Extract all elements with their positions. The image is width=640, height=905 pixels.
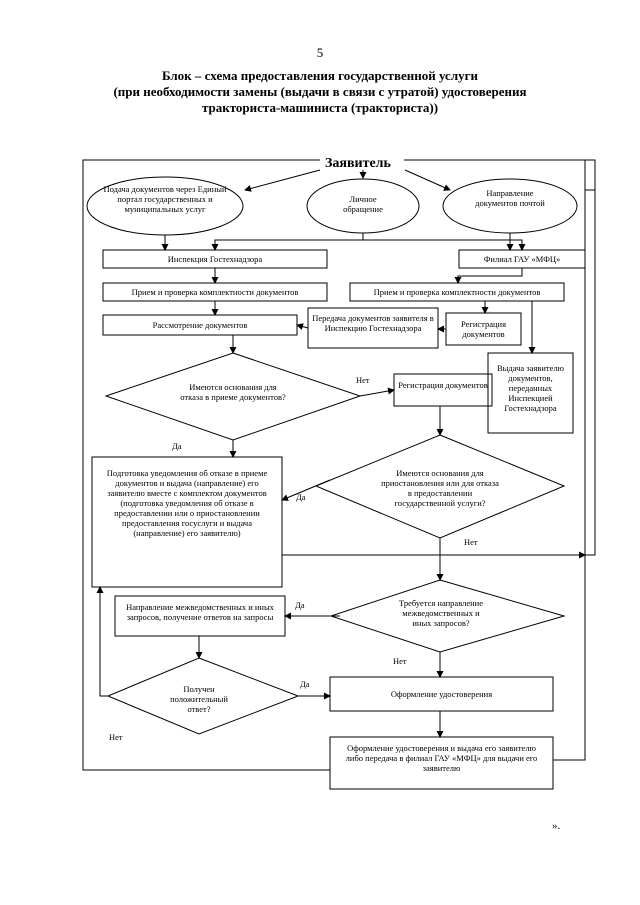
issue-to-applicant-text: Выдача заявителю документов, переданных …: [497, 363, 564, 413]
need-interagency-text: Требуется направление межведомственных и…: [399, 598, 483, 628]
by-mail-text: Направление документов почтой: [475, 188, 545, 208]
closing-mark: ».: [552, 820, 561, 832]
label-no-positive: Нет: [109, 732, 123, 742]
transfer-docs-text: Передача документов заявителя в Инспекци…: [312, 313, 434, 333]
title-line-3: тракториста-машиниста (тракториста)): [201, 100, 439, 115]
register-docs-mfc-text: Регистрация документов: [460, 319, 507, 339]
page-title: Блок – схема предоставления государствен…: [60, 68, 580, 116]
prepare-notice-box: [91, 456, 283, 588]
label-yes-suspend: Да: [296, 492, 306, 502]
register-docs-box: [393, 373, 493, 407]
inspection-text: Инспекция Гостехнадзора: [167, 254, 263, 264]
label-no-interagency: Нет: [393, 656, 407, 666]
issue-certificate-prep-text: Оформление удостоверения: [390, 689, 493, 699]
register-docs-text: Регистрация документов: [398, 380, 488, 390]
outer-loop-left: [82, 170, 330, 771]
label-no-refusal: Нет: [356, 375, 370, 385]
label-yes-positive: Да: [300, 679, 310, 689]
title-line-2: (при необходимости замены (выдачи в связ…: [113, 84, 527, 99]
outer-loop-left-top: [82, 159, 320, 170]
mfc-branch-text: Филиал ГАУ «МФЦ»: [483, 254, 561, 264]
accept-check-left-text: Прием и проверка комплектности документо…: [131, 287, 299, 297]
accept-check-right-text: Прием и проверка комплектности документо…: [373, 287, 541, 297]
suspend-grounds-text: Имеются основания для приостановления ил…: [381, 468, 499, 508]
submit-portal-text: Подача документов через Единый портал го…: [103, 184, 227, 214]
refusal-grounds-text: Имеются основания для отказа в приеме до…: [180, 382, 286, 402]
prepare-notice-text: Подготовка уведомления об отказе в прием…: [106, 468, 268, 538]
personal-visit-text: Личное обращение: [343, 194, 383, 214]
page-number: 5: [316, 45, 324, 60]
outer-loop-right: [584, 160, 596, 556]
applicant-label: Заявитель: [325, 156, 391, 171]
label-yes-refusal: Да: [172, 441, 182, 451]
review-docs-text: Рассмотрение документов: [152, 320, 248, 330]
title-line-1: Блок – схема предоставления государствен…: [161, 68, 479, 83]
positive-answer-text: Получен положительный ответ?: [170, 684, 228, 714]
label-no-suspend: Нет: [464, 537, 478, 547]
label-yes-interagency: Да: [295, 600, 305, 610]
interagency-request-text: Направление межведомственных и иных запр…: [126, 602, 274, 622]
positive-answer-diamond: [106, 657, 300, 735]
final-step-text: Оформление удостоверения и выдача его за…: [345, 743, 538, 773]
